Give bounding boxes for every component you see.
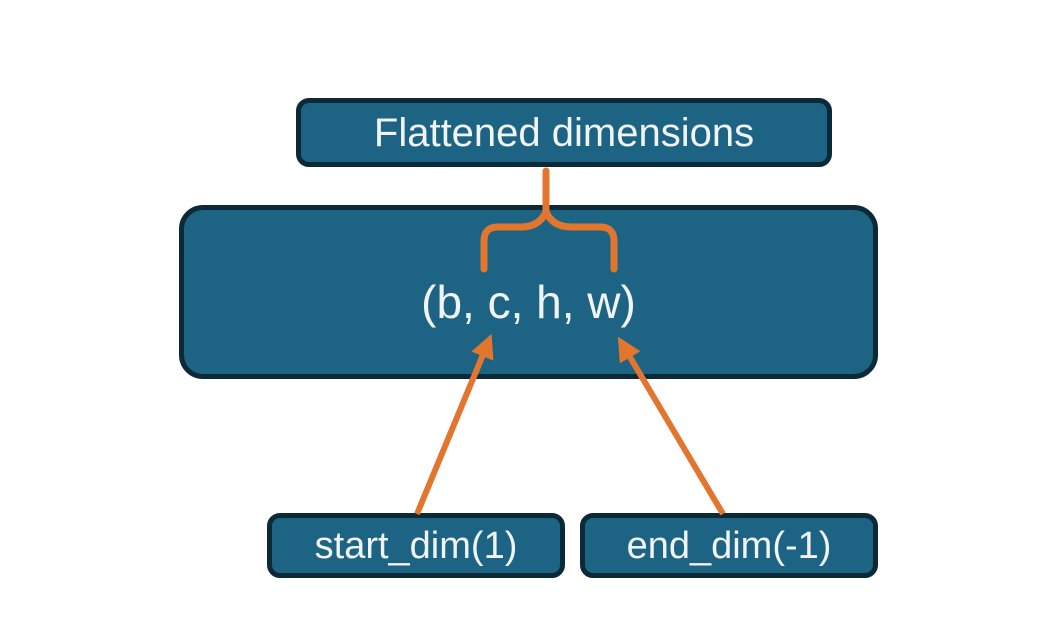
end-dim-box: end_dim(-1) (580, 513, 878, 578)
flattened-dimensions-label: Flattened dimensions (373, 110, 755, 155)
tensor-shape-box: (b, c, h, w) (179, 205, 878, 379)
end-dim-label: end_dim(-1) (626, 524, 832, 567)
flattened-dimensions-box: Flattened dimensions (296, 98, 832, 167)
start-dim-label: start_dim(1) (314, 524, 518, 567)
tensor-shape-label: (b, c, h, w) (421, 276, 636, 328)
start-dim-box: start_dim(1) (267, 513, 565, 578)
